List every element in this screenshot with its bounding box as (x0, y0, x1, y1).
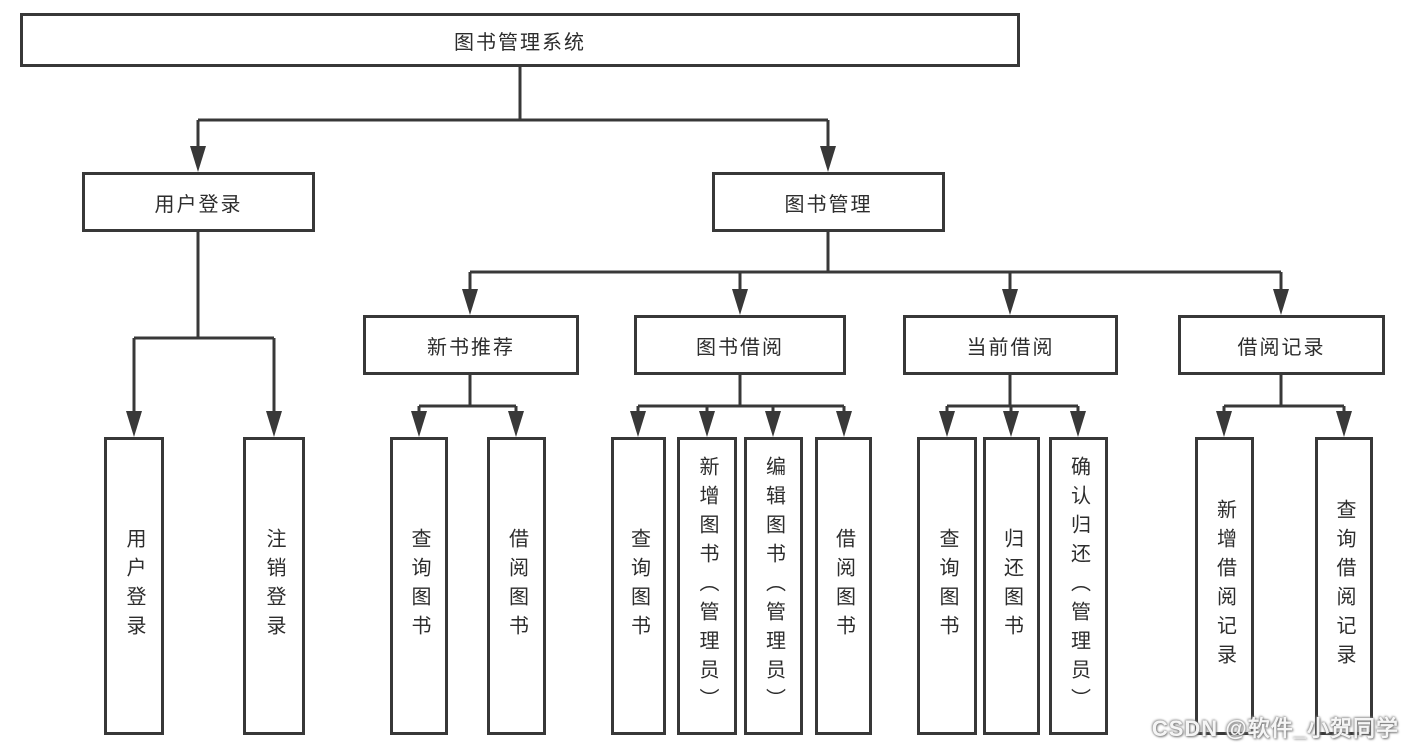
leaf-query-borrow-record: 查询借阅记录 (1315, 437, 1373, 735)
node-label: 查询图书 (936, 528, 958, 644)
node-current-borrowing: 当前借阅 (903, 315, 1118, 375)
leaf-add-books-admin: 新增图书（管理员） (677, 437, 737, 735)
node-new-book-recommend: 新书推荐 (363, 315, 579, 375)
node-book-management-system: 图书管理系统 (20, 13, 1020, 67)
leaf-logout: 注销登录 (243, 437, 305, 735)
node-label: 用户登录 (123, 528, 145, 644)
leaf-borrow-books-2: 借阅图书 (815, 437, 872, 735)
node-label: 图书借阅 (696, 336, 784, 359)
leaf-query-books-1: 查询图书 (390, 437, 448, 735)
leaf-add-borrow-record: 新增借阅记录 (1195, 437, 1254, 735)
node-label: 新增图书（管理员） (696, 455, 718, 717)
node-label: 用户登录 (154, 193, 243, 216)
watermark-csdn: CSDN @软件_小贺同学 (1151, 716, 1399, 741)
node-label: 新书推荐 (427, 336, 515, 359)
leaf-edit-books-admin: 编辑图书（管理员） (744, 437, 803, 735)
node-label: 当前借阅 (966, 336, 1055, 359)
node-book-management: 图书管理 (712, 172, 945, 232)
node-borrowing-records: 借阅记录 (1178, 315, 1385, 375)
node-label: 图书管理系统 (454, 31, 586, 54)
node-label: 图书管理 (784, 193, 873, 216)
node-label: 确认归还（管理员） (1067, 455, 1090, 717)
node-label: 新增借阅记录 (1213, 499, 1236, 673)
leaf-query-books-3: 查询图书 (917, 437, 977, 735)
node-label: 注销登录 (263, 528, 285, 644)
leaf-confirm-return-admin: 确认归还（管理员） (1049, 437, 1108, 735)
node-label: 编辑图书（管理员） (762, 455, 785, 717)
leaf-return-books: 归还图书 (983, 437, 1040, 735)
node-label: 查询图书 (627, 528, 650, 644)
node-label: 借阅图书 (505, 528, 528, 644)
node-label: 查询借阅记录 (1333, 499, 1355, 673)
leaf-user-login: 用户登录 (104, 437, 164, 735)
node-label: 借阅图书 (832, 528, 855, 644)
node-label: 归还图书 (1000, 528, 1023, 644)
leaf-borrow-books-1: 借阅图书 (487, 437, 546, 735)
arrowheads (126, 146, 1352, 437)
node-label: 查询图书 (408, 528, 430, 644)
node-user-login: 用户登录 (82, 172, 315, 232)
node-label: 借阅记录 (1237, 336, 1326, 359)
node-book-borrowing: 图书借阅 (634, 315, 846, 375)
leaf-query-books-2: 查询图书 (611, 437, 666, 735)
